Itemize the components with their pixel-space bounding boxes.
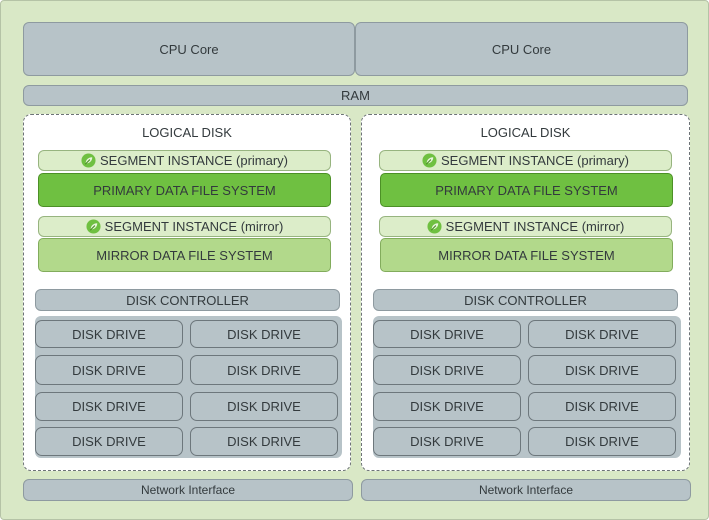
disk-controller-label: DISK CONTROLLER: [126, 292, 249, 308]
leaf-icon: [86, 219, 101, 234]
disk-drive-label: DISK DRIVE: [227, 434, 301, 449]
disk-drive: DISK DRIVE: [528, 427, 676, 456]
leaf-icon: [427, 219, 442, 234]
disk-drive-label: DISK DRIVE: [72, 434, 146, 449]
logical-disk-panel-2: LOGICAL DISK SEGMENT INSTANCE (primary) …: [361, 114, 690, 471]
disk-drive: DISK DRIVE: [35, 427, 183, 456]
logical-disk-title: LOGICAL DISK: [480, 125, 571, 140]
disk-drive: DISK DRIVE: [190, 355, 338, 385]
disk-drive: DISK DRIVE: [373, 392, 521, 421]
primary-fs-label: PRIMARY DATA FILE SYSTEM: [93, 182, 276, 198]
cpu-core-2: CPU Core: [355, 22, 688, 76]
disk-drive-label: DISK DRIVE: [565, 362, 639, 378]
disk-drive-label: DISK DRIVE: [565, 434, 639, 449]
mirror-data-file-system: MIRROR DATA FILE SYSTEM: [38, 238, 331, 272]
disk-drive: DISK DRIVE: [373, 320, 521, 348]
logical-disk-title: LOGICAL DISK: [142, 125, 232, 140]
disk-drive-label: DISK DRIVE: [227, 326, 301, 342]
logical-disk-panel-1: LOGICAL DISK SEGMENT INSTANCE (primary) …: [23, 114, 351, 471]
cpu-core-1: CPU Core: [23, 22, 355, 76]
ram-label: RAM: [341, 88, 370, 103]
disk-drive: DISK DRIVE: [528, 320, 676, 348]
segment-instance-primary: SEGMENT INSTANCE (primary): [379, 150, 672, 171]
primary-fs-label: PRIMARY DATA FILE SYSTEM: [435, 182, 618, 198]
disk-drive: DISK DRIVE: [528, 355, 676, 385]
network-interface-label: Network Interface: [478, 483, 574, 497]
disk-drive-label: DISK DRIVE: [410, 399, 484, 414]
disk-controller-label: DISK CONTROLLER: [464, 292, 587, 308]
mirror-data-file-system: MIRROR DATA FILE SYSTEM: [380, 238, 673, 272]
disk-drive: DISK DRIVE: [190, 320, 338, 348]
disk-drive: DISK DRIVE: [35, 320, 183, 348]
disk-drive: DISK DRIVE: [528, 392, 676, 421]
network-interface-2: Network Interface: [361, 479, 691, 501]
segment-primary-label: SEGMENT INSTANCE (primary): [440, 153, 630, 168]
segment-mirror-label: SEGMENT INSTANCE (mirror): [445, 219, 625, 234]
disk-drive: DISK DRIVE: [373, 355, 521, 385]
disk-drive-label: DISK DRIVE: [565, 399, 639, 414]
disk-drive-label: DISK DRIVE: [410, 326, 484, 342]
disk-drive: DISK DRIVE: [35, 392, 183, 421]
disk-controller: DISK CONTROLLER: [373, 289, 678, 311]
disk-drive-label: DISK DRIVE: [227, 362, 301, 378]
segment-mirror-label: SEGMENT INSTANCE (mirror): [104, 219, 284, 234]
segment-instance-primary: SEGMENT INSTANCE (primary): [38, 150, 331, 171]
disk-drive-label: DISK DRIVE: [565, 326, 639, 342]
segment-primary-label: SEGMENT INSTANCE (primary): [99, 153, 289, 168]
segment-instance-mirror: SEGMENT INSTANCE (mirror): [379, 216, 672, 237]
disk-drive-label: DISK DRIVE: [72, 399, 146, 414]
disk-drive: DISK DRIVE: [35, 355, 183, 385]
mirror-fs-label: MIRROR DATA FILE SYSTEM: [96, 247, 273, 263]
leaf-icon: [81, 153, 96, 168]
disk-drive-label: DISK DRIVE: [410, 362, 484, 378]
network-interface-1: Network Interface: [23, 479, 353, 501]
primary-data-file-system: PRIMARY DATA FILE SYSTEM: [38, 173, 331, 207]
disk-drive: DISK DRIVE: [190, 427, 338, 456]
ram-bar: RAM: [23, 85, 688, 106]
segment-instance-mirror: SEGMENT INSTANCE (mirror): [38, 216, 331, 237]
disk-drive: DISK DRIVE: [373, 427, 521, 456]
disk-drive-label: DISK DRIVE: [227, 399, 301, 414]
network-interface-label: Network Interface: [140, 483, 236, 497]
leaf-icon: [422, 153, 437, 168]
disk-controller: DISK CONTROLLER: [35, 289, 340, 311]
cpu-core-label: CPU Core: [491, 41, 552, 57]
primary-data-file-system: PRIMARY DATA FILE SYSTEM: [380, 173, 673, 207]
disk-drive-label: DISK DRIVE: [72, 326, 146, 342]
disk-drive-label: DISK DRIVE: [410, 434, 484, 449]
disk-drive: DISK DRIVE: [190, 392, 338, 421]
mirror-fs-label: MIRROR DATA FILE SYSTEM: [438, 247, 615, 263]
disk-drive-label: DISK DRIVE: [72, 362, 146, 378]
cpu-core-label: CPU Core: [159, 41, 219, 57]
